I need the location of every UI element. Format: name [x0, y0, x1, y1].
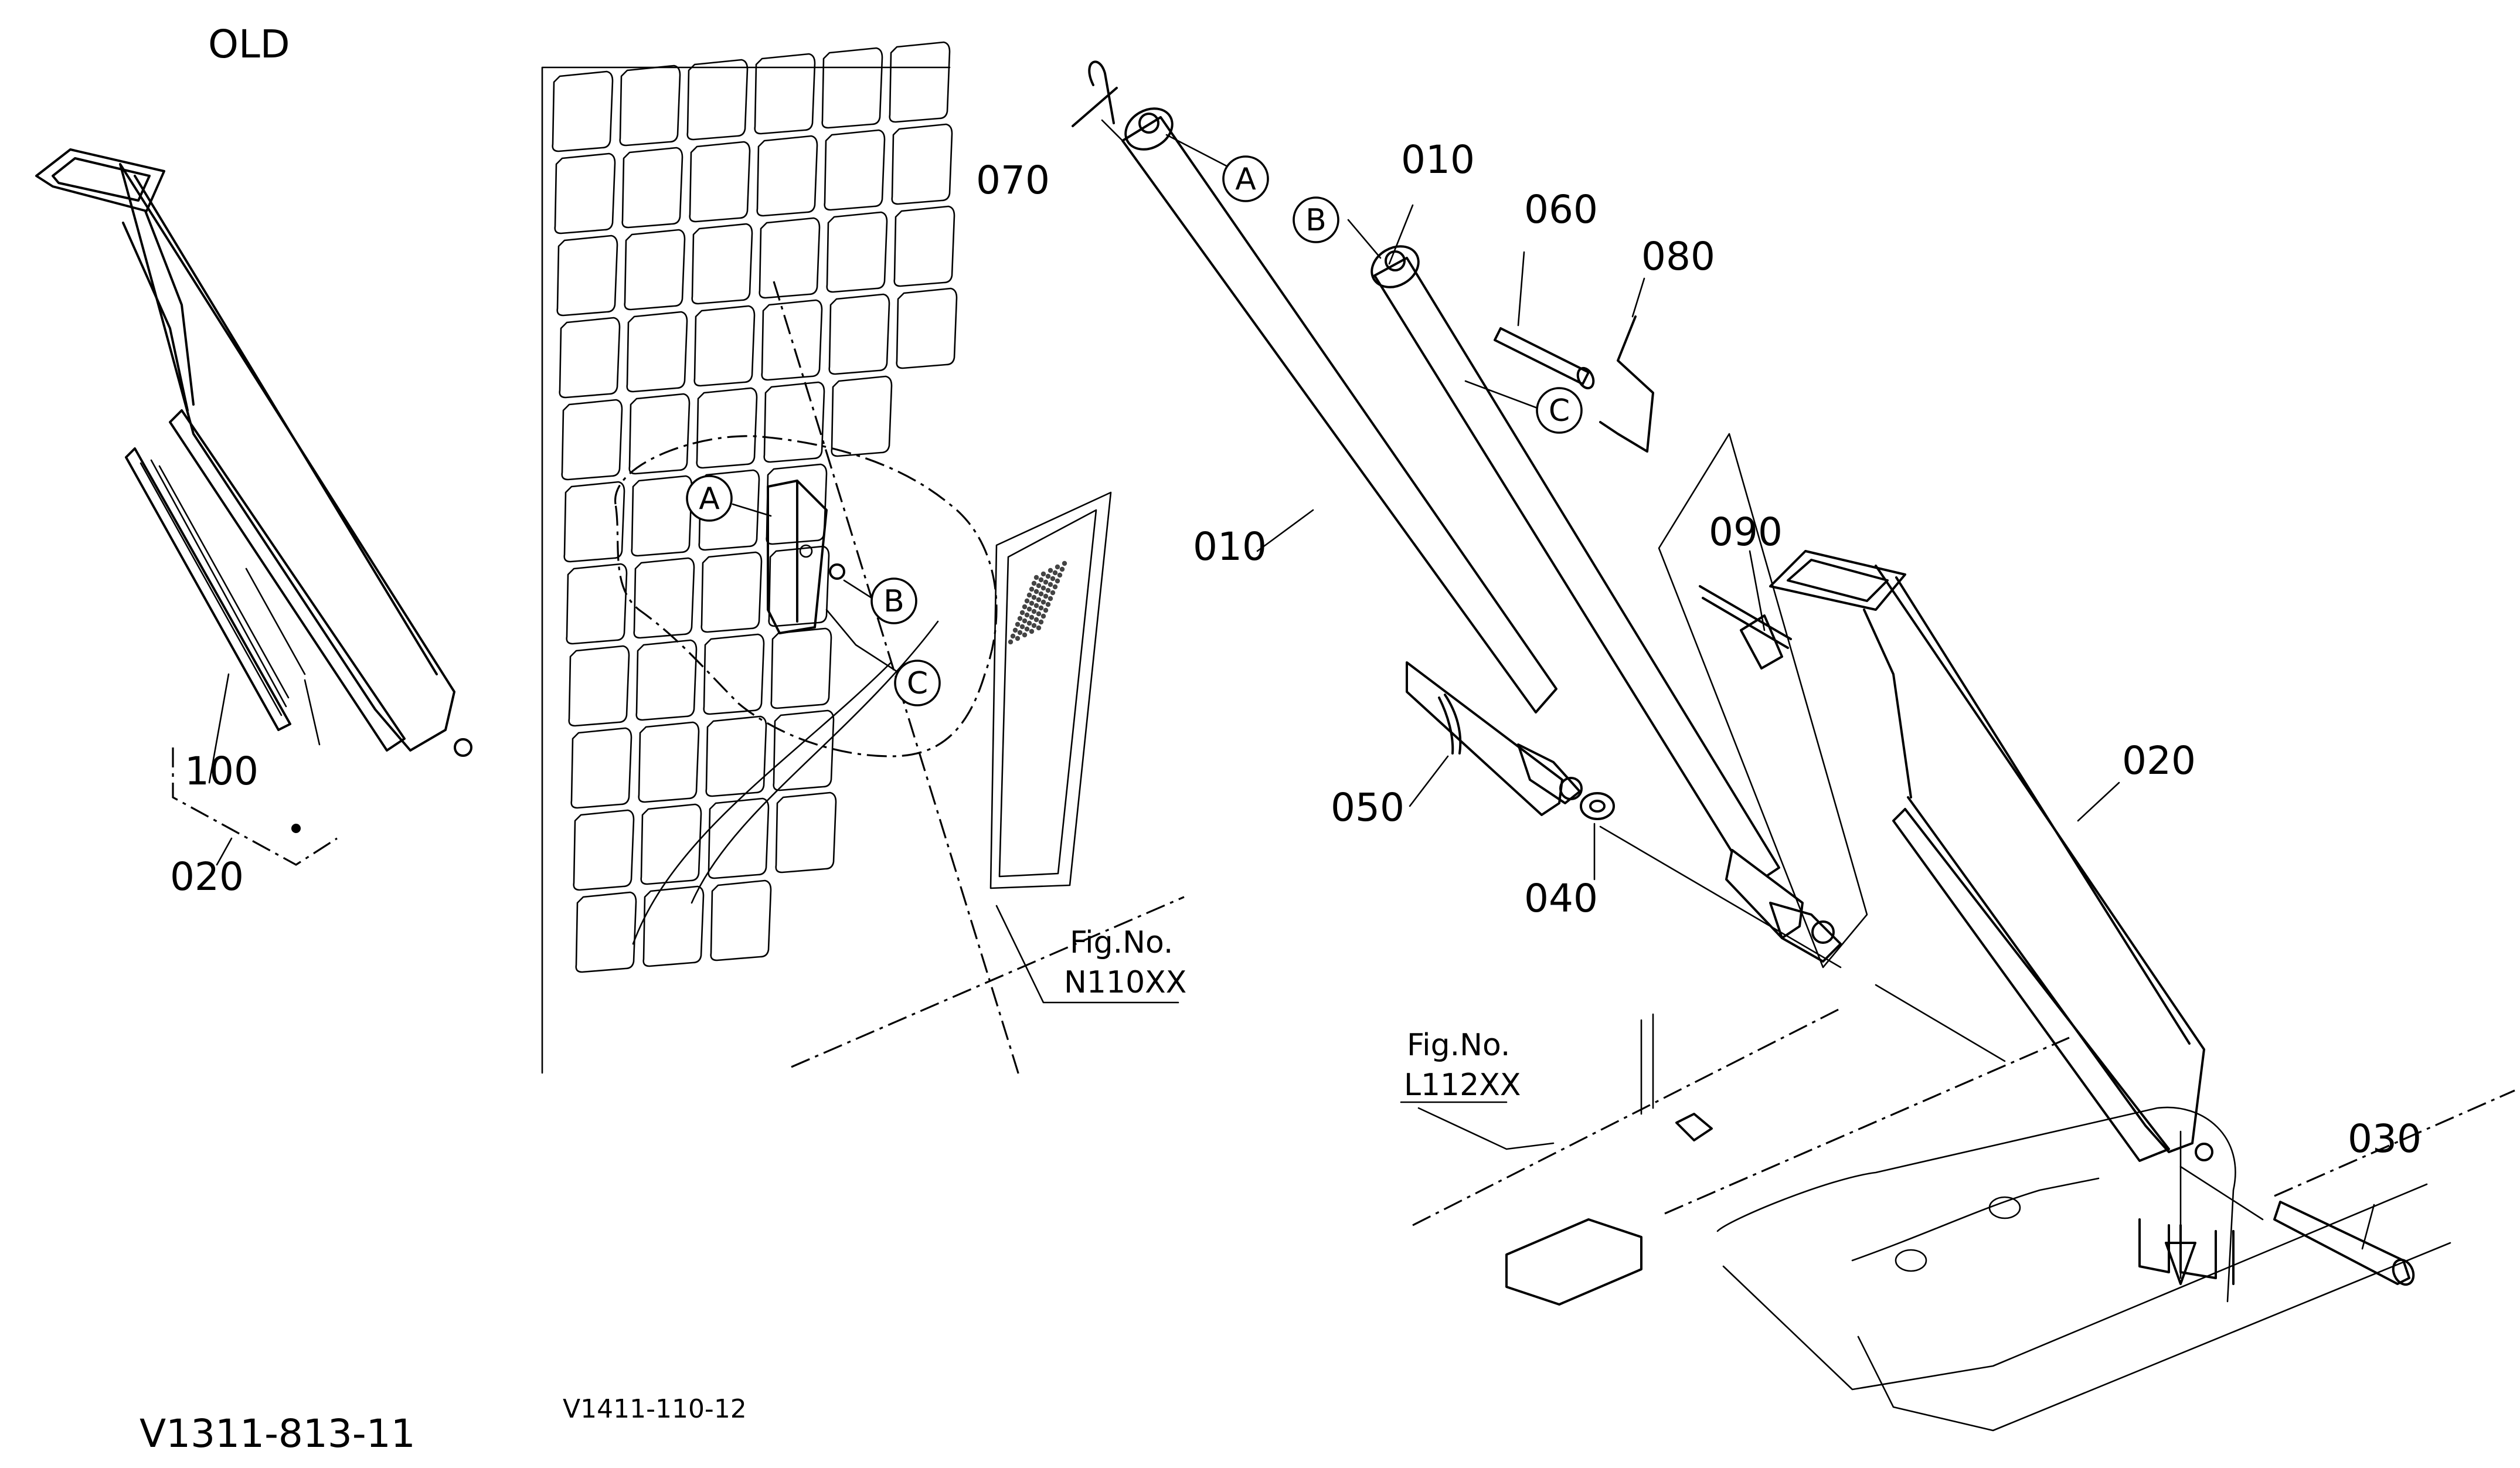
callout-070: 070: [976, 158, 1050, 203]
callout-100: 100: [185, 749, 259, 794]
fig-ref-l112-label: Fig.No.: [1407, 1028, 1510, 1063]
callout-010-mid: 010: [1193, 524, 1267, 569]
old-stay-assembly: [35, 148, 472, 866]
callout-090: 090: [1709, 509, 1783, 555]
callout-040: 040: [1524, 876, 1598, 921]
svg-text:A: A: [1235, 162, 1256, 197]
callout-030: 030: [2348, 1116, 2422, 1161]
pin-060: [1494, 327, 1595, 390]
clip-080: [1599, 315, 1654, 453]
bracket-090-box: [1658, 433, 1868, 969]
callout-060: 060: [1524, 187, 1598, 232]
clip-050: [1438, 694, 1462, 755]
gas-spring-010-right: [1370, 245, 1842, 963]
diagram-title: OLD: [208, 22, 290, 67]
callout-dot: [291, 824, 301, 833]
right-stay-020: [1769, 550, 2213, 1162]
ref-marker-b-top: B: [1293, 196, 1339, 243]
ref-marker-c-top: C: [1536, 387, 1583, 434]
drawing-code-middle: V1411-110-12: [563, 1394, 747, 1424]
callout-050: 050: [1331, 785, 1404, 830]
cab-grille: [541, 41, 1185, 1079]
svg-text:B: B: [1305, 203, 1327, 238]
svg-text:B: B: [883, 584, 904, 619]
gas-spring-010-left: [1121, 107, 1583, 816]
callout-080: 080: [1641, 234, 1715, 279]
fig-ref-l112-number: L112XX: [1404, 1068, 1521, 1103]
floor-frame: [1412, 1007, 2515, 1432]
clip-070: [1072, 60, 1118, 127]
svg-text:A: A: [699, 481, 720, 516]
mesh-pattern: [1008, 560, 1067, 645]
ref-marker-b-detail: B: [870, 577, 917, 624]
detail-bubble: [614, 435, 998, 757]
drawing-code-left: V1311-813-11: [140, 1411, 416, 1456]
leader-lines: [208, 119, 2375, 1285]
callout-010-top: 010: [1401, 137, 1475, 182]
ref-marker-c-detail: C: [894, 660, 941, 706]
fig-ref-n110-number: N110XX: [1064, 965, 1186, 1000]
fig-ref-n110-label: Fig.No.: [1070, 925, 1173, 960]
ref-marker-a-top: A: [1222, 155, 1269, 202]
ref-marker-a-detail: A: [686, 475, 733, 522]
callout-020-right: 020: [2122, 738, 2196, 783]
svg-text:C: C: [1549, 393, 1570, 429]
washer-040: [1580, 792, 1615, 820]
svg-text:C: C: [907, 666, 928, 701]
callout-020-left: 020: [170, 854, 244, 899]
